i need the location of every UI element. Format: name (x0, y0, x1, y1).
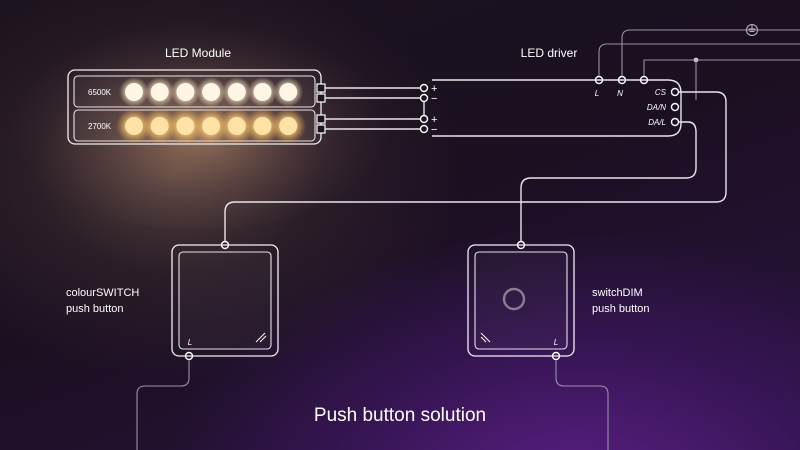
switchdim-outer-frame (467, 244, 575, 357)
led-6500k (227, 83, 246, 101)
module-terminal-2 (316, 93, 326, 103)
glass-reflection-icon (255, 332, 267, 343)
colourswitch-outer-frame (171, 244, 279, 357)
earth-icon (746, 24, 758, 36)
led-6500k (176, 83, 195, 101)
colourswitch-name: colourSWITCH (66, 287, 139, 299)
colourswitch-terminal-label: L (188, 338, 192, 347)
led-module: LED Module 6500K 2700K (67, 46, 322, 145)
led-row-2700k-label: 2700K (88, 122, 112, 131)
button-supply-wires (136, 360, 609, 450)
switchdim-ring-icon (502, 287, 526, 311)
colourswitch-push-button: L (171, 240, 279, 361)
led-2700k (125, 117, 143, 135)
led-6500k (125, 83, 143, 101)
colourswitch-inner-plate (178, 251, 272, 350)
diagram-caption: Push button solution (314, 405, 486, 426)
switchdim-inner-plate (474, 251, 568, 350)
driver-terminal-da-n: DA/N (647, 103, 666, 112)
module-terminal-3 (316, 114, 326, 124)
polarity-minus-1: − (431, 93, 437, 105)
led-driver-title: LED driver (521, 46, 578, 60)
led-driver-outline (432, 79, 682, 137)
led-6500k (253, 83, 272, 101)
led-2700k (202, 117, 221, 135)
driver-terminal-da-l: DA/L (648, 118, 666, 127)
led-module-frame (67, 69, 322, 145)
switchdim-name: switchDIM (592, 287, 643, 299)
led-2700k (279, 117, 298, 135)
polarity-terminals: + − + − (419, 83, 437, 136)
led-2700k (253, 117, 272, 135)
led-row-6500k-label: 6500K (88, 88, 112, 97)
driver-terminal-cs: CS (655, 88, 667, 97)
switchdim-push-button: L (467, 240, 575, 361)
led-2700k (227, 117, 246, 135)
switchdim-terminal-label: L (554, 338, 558, 347)
led-2700k (176, 117, 195, 135)
led-6500k (279, 83, 298, 101)
control-wires (224, 91, 727, 241)
led-driver: LED driver L N CS DA/N DA/L (432, 46, 682, 137)
module-terminal-1 (316, 83, 326, 93)
mains-supply-lines (598, 24, 800, 100)
colourswitch-type: push button (66, 303, 124, 315)
driver-terminal-n: N (617, 89, 623, 98)
polarity-minus-2: − (431, 124, 437, 136)
switchdim-type: push button (592, 303, 650, 315)
module-terminal-4 (316, 124, 326, 134)
polarity-plus-1: + (431, 83, 437, 95)
led-6500k (150, 83, 169, 101)
led-2700k (150, 117, 169, 135)
module-output-wires (325, 87, 420, 130)
led-6500k (202, 83, 221, 101)
glass-reflection-icon (480, 332, 491, 343)
led-module-title: LED Module (165, 46, 231, 60)
polarity-plus-2: + (431, 114, 437, 126)
driver-terminal-l: L (595, 89, 599, 98)
